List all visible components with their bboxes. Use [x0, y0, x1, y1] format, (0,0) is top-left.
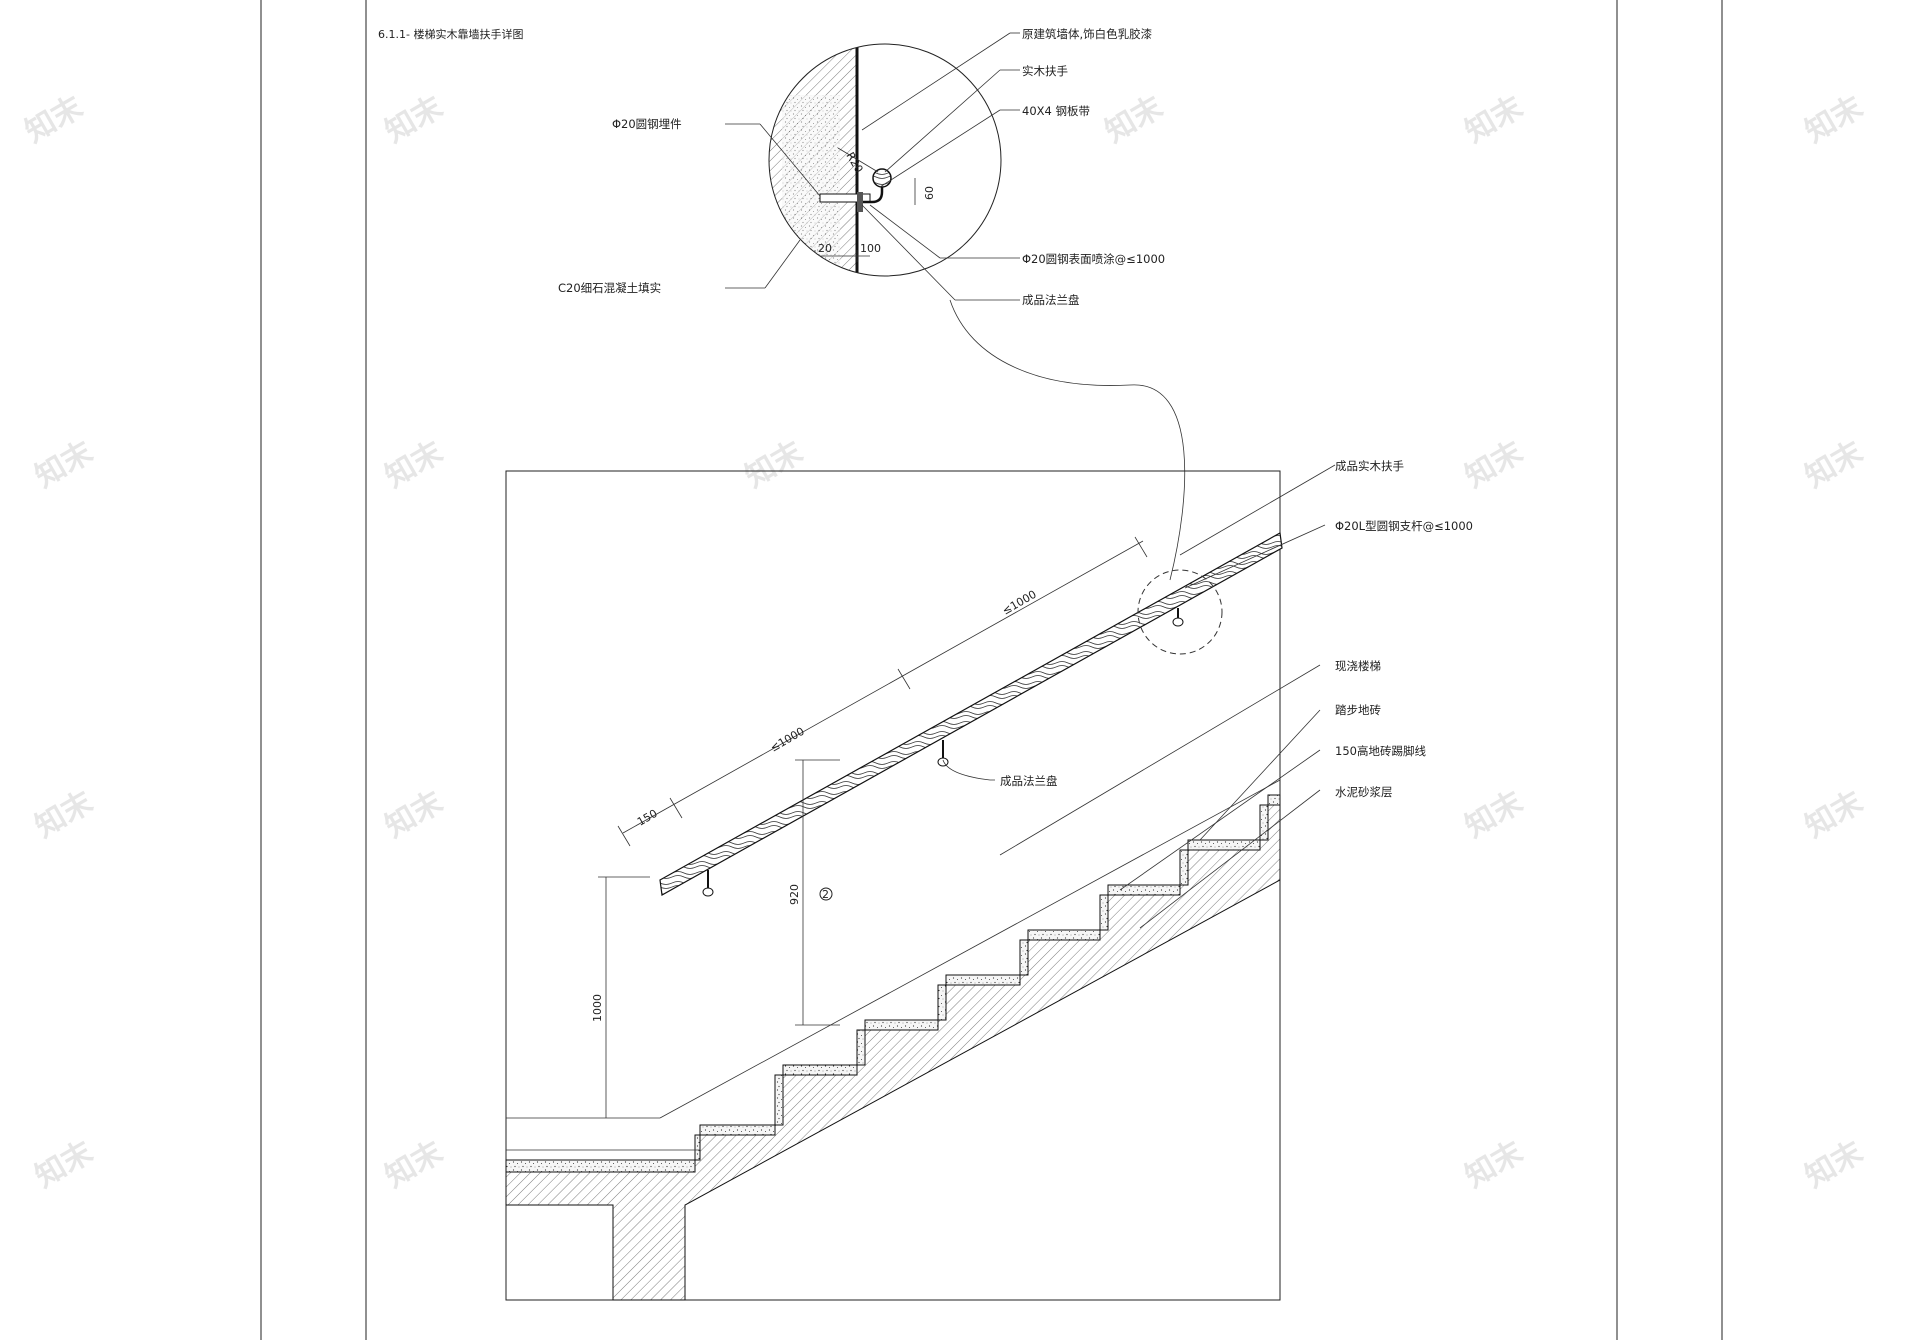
sheet-frame: [260, 0, 1723, 1340]
watermark: 知末: [1459, 785, 1528, 845]
flange-plate: [857, 192, 863, 212]
bracket-upper: [1172, 608, 1184, 627]
stair-section: 150 ≤1000 ≤1000 1000 920 2 成品实木扶手 Φ20L型圆…: [505, 459, 1473, 1301]
watermark: 知末: [379, 785, 448, 845]
watermark: 知末: [19, 90, 88, 150]
watermark: 知末: [1799, 90, 1868, 150]
watermark: 知末: [1799, 1135, 1868, 1195]
note-flange: 成品法兰盘: [1022, 293, 1080, 307]
dim-60-left: 60: [728, 201, 741, 215]
watermark: 知末: [379, 90, 448, 150]
watermark: 知末: [1799, 435, 1868, 495]
watermark: 知末: [29, 785, 98, 845]
detail-link-curve: [949, 299, 1186, 581]
watermark: 知末: [379, 1135, 448, 1195]
section-frame: [505, 470, 1281, 1301]
note-paint: Φ20圆钢表面喷涂@≤1000: [1022, 252, 1165, 266]
watermark: 知末: [1459, 1135, 1528, 1195]
watermark: 知末: [379, 435, 448, 495]
dim-1000: 1000: [591, 994, 604, 1022]
watermark: 知末: [1459, 435, 1528, 495]
callout-number: 2: [822, 888, 829, 901]
note-cast-stair: 现浇楼梯: [1335, 659, 1381, 673]
note-handrail: 实木扶手: [1022, 64, 1068, 78]
note-l-bracket: Φ20L型圆钢支杆@≤1000: [1335, 519, 1473, 533]
embedded-rod: [819, 193, 871, 203]
watermark: 知末: [1099, 90, 1168, 150]
fine-concrete-fill: [782, 95, 840, 276]
dim-100-upper: 100: [860, 242, 881, 255]
detail-notes: 原建筑墙体,饰白色乳胶漆 实木扶手 40X4 钢板带 Φ20圆钢埋件 Φ20圆钢…: [558, 27, 1186, 581]
wood-handrail: [659, 532, 1283, 896]
handrail-section: [872, 168, 892, 188]
bracket-middle: [937, 740, 949, 767]
flange-leader: [942, 759, 995, 781]
height-dims: 1000 920 2: [591, 759, 840, 1118]
note-wall: 原建筑墙体,饰白色乳胶漆: [1022, 27, 1152, 41]
watermark: 知末: [739, 435, 808, 495]
handrail-dims: 150 ≤1000 ≤1000: [617, 536, 1148, 847]
note-wood-handrail: 成品实木扶手: [1335, 459, 1404, 473]
detail-marker-circle: [1137, 569, 1223, 655]
watermark: 知末: [1459, 90, 1528, 150]
l-bracket: [857, 182, 884, 204]
callout-circle: [819, 887, 833, 901]
section-notes: 成品实木扶手 Φ20L型圆钢支杆@≤1000 现浇楼梯 踏步地砖 150高地砖踢…: [942, 459, 1473, 929]
dim-920: 920: [788, 884, 801, 905]
dim-150: 150: [635, 807, 660, 829]
note-flange-section: 成品法兰盘: [1000, 774, 1058, 788]
watermark: 知末: [1799, 785, 1868, 845]
note-tread-tile: 踏步地砖: [1335, 703, 1381, 717]
stair-concrete: [505, 804, 1281, 1301]
note-embed: Φ20圆钢埋件: [612, 117, 682, 131]
dim-20: 20: [818, 242, 832, 255]
bracket-lower: [702, 870, 714, 897]
note-concrete: C20细石混凝土填实: [558, 281, 661, 295]
dim-spacing-lower: ≤1000: [768, 725, 807, 755]
watermark: 知末: [29, 1135, 98, 1195]
detail-boundary: [768, 43, 1002, 277]
detail-circle: R20 60 60 20 100 100: [728, 43, 1002, 277]
mortar-tile-layer: [505, 794, 1281, 1173]
note-steel-strip: 40X4 钢板带: [1022, 104, 1090, 118]
sheet-title: 6.1.1- 楼梯实木靠墙扶手详图: [378, 27, 523, 41]
note-mortar: 水泥砂浆层: [1335, 785, 1393, 799]
watermark: 知末: [29, 435, 98, 495]
note-skirting: 150高地砖踢脚线: [1335, 744, 1426, 758]
dim-60-right: 60: [923, 186, 936, 200]
